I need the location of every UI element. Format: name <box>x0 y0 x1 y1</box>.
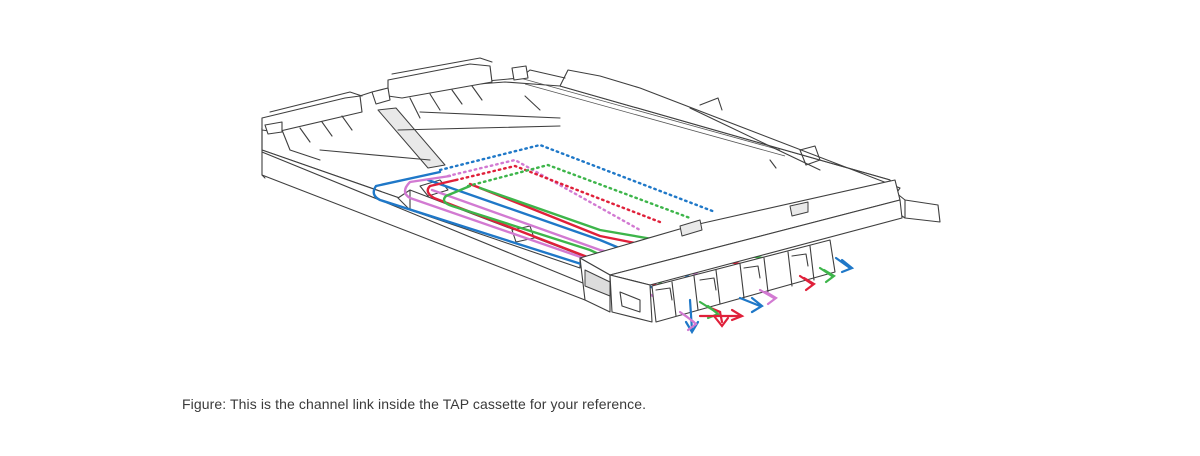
fiber-blue <box>372 170 692 302</box>
arrow-icon <box>678 256 855 335</box>
tap-cassette-diagram <box>261 57 941 335</box>
adapter-panel <box>579 179 903 323</box>
fiber-red <box>426 178 722 314</box>
fiber-green <box>442 184 702 304</box>
fiber-dotted-routes <box>438 143 717 232</box>
left-clips <box>261 57 777 169</box>
output-arrows <box>678 256 855 335</box>
fiber-purple <box>403 174 682 314</box>
figure-caption: Figure: This is the channel link inside … <box>182 396 647 412</box>
